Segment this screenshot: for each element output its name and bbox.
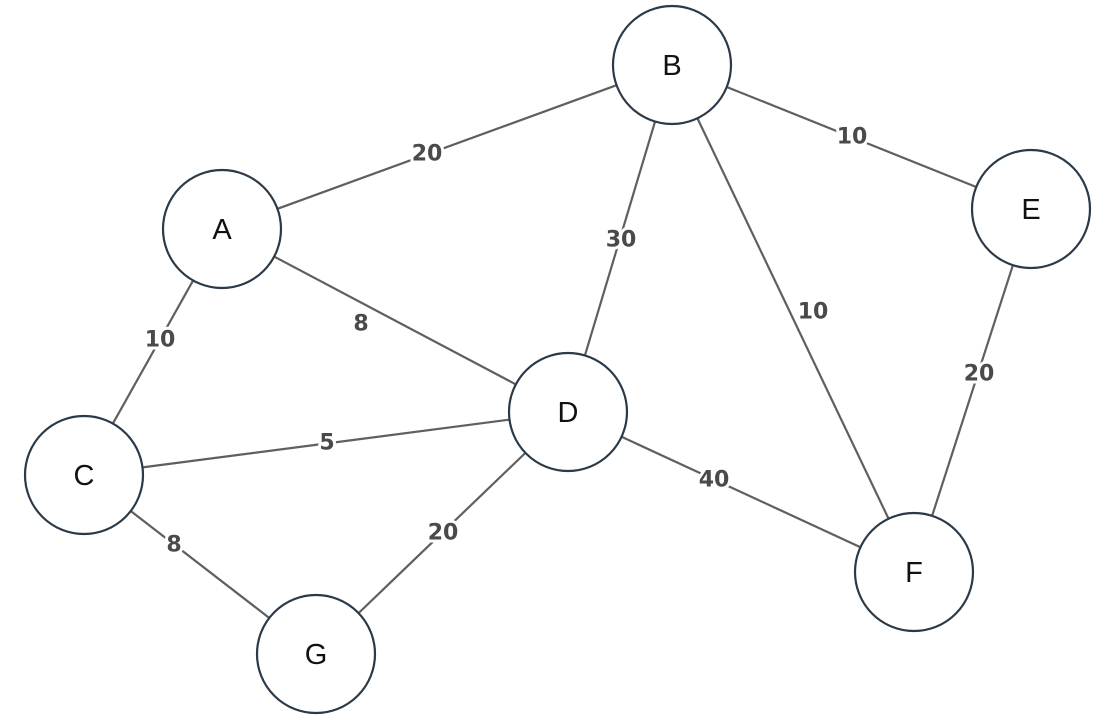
- edge-c-d: [142, 418, 510, 469]
- node-label-a: A: [212, 214, 232, 246]
- edges-layer: [111, 84, 1014, 619]
- edge-weight-a-b: 20: [412, 142, 443, 167]
- node-circle-b: [611, 4, 733, 126]
- node-c: C: [23, 414, 145, 536]
- node-a: A: [161, 168, 283, 290]
- edge-weight-c-g: 8: [166, 533, 181, 558]
- node-circle-e: [970, 148, 1092, 270]
- edge-a-c: [111, 279, 195, 425]
- edge-weight-d-f: 40: [699, 468, 730, 493]
- node-label-c: C: [74, 460, 95, 492]
- node-circle-a: [161, 168, 283, 290]
- edge-weight-c-d: 5: [319, 431, 334, 456]
- node-f: F: [853, 511, 975, 633]
- nodes-layer: A B C D E F G: [23, 4, 1092, 715]
- node-circle-c: [23, 414, 145, 536]
- edge-weight-a-c: 10: [145, 328, 176, 353]
- edge-b-f: [696, 117, 890, 520]
- edge-weight-d-g: 20: [428, 521, 459, 546]
- edge-d-f: [621, 435, 861, 549]
- edge-e-f: [931, 264, 1014, 517]
- edge-weight-a-d: 8: [353, 312, 368, 337]
- edge-b-d: [583, 121, 657, 356]
- node-b: B: [611, 4, 733, 126]
- edge-weight-e-f: 20: [964, 362, 995, 387]
- node-circle-d: [507, 351, 629, 473]
- node-label-b: B: [662, 50, 681, 82]
- node-d: D: [507, 351, 629, 473]
- node-circle-g: [255, 593, 377, 715]
- node-label-g: G: [305, 639, 328, 671]
- node-label-f: F: [905, 557, 923, 589]
- edge-weight-b-e: 10: [837, 125, 868, 150]
- edge-a-b: [277, 84, 617, 210]
- node-label-e: E: [1021, 194, 1040, 226]
- edge-a-d: [273, 255, 517, 386]
- edge-c-g: [130, 510, 270, 619]
- edge-d-g: [357, 452, 527, 614]
- node-g: G: [255, 593, 377, 715]
- edge-labels-layer: 20 10 8 30 10 10 5 8 20 40 20: [142, 122, 998, 561]
- node-circle-f: [853, 511, 975, 633]
- node-e: E: [970, 148, 1092, 270]
- edge-weight-b-f: 10: [798, 300, 829, 325]
- edge-weight-b-d: 30: [606, 228, 637, 253]
- node-label-d: D: [558, 397, 579, 429]
- edge-b-e: [726, 85, 977, 189]
